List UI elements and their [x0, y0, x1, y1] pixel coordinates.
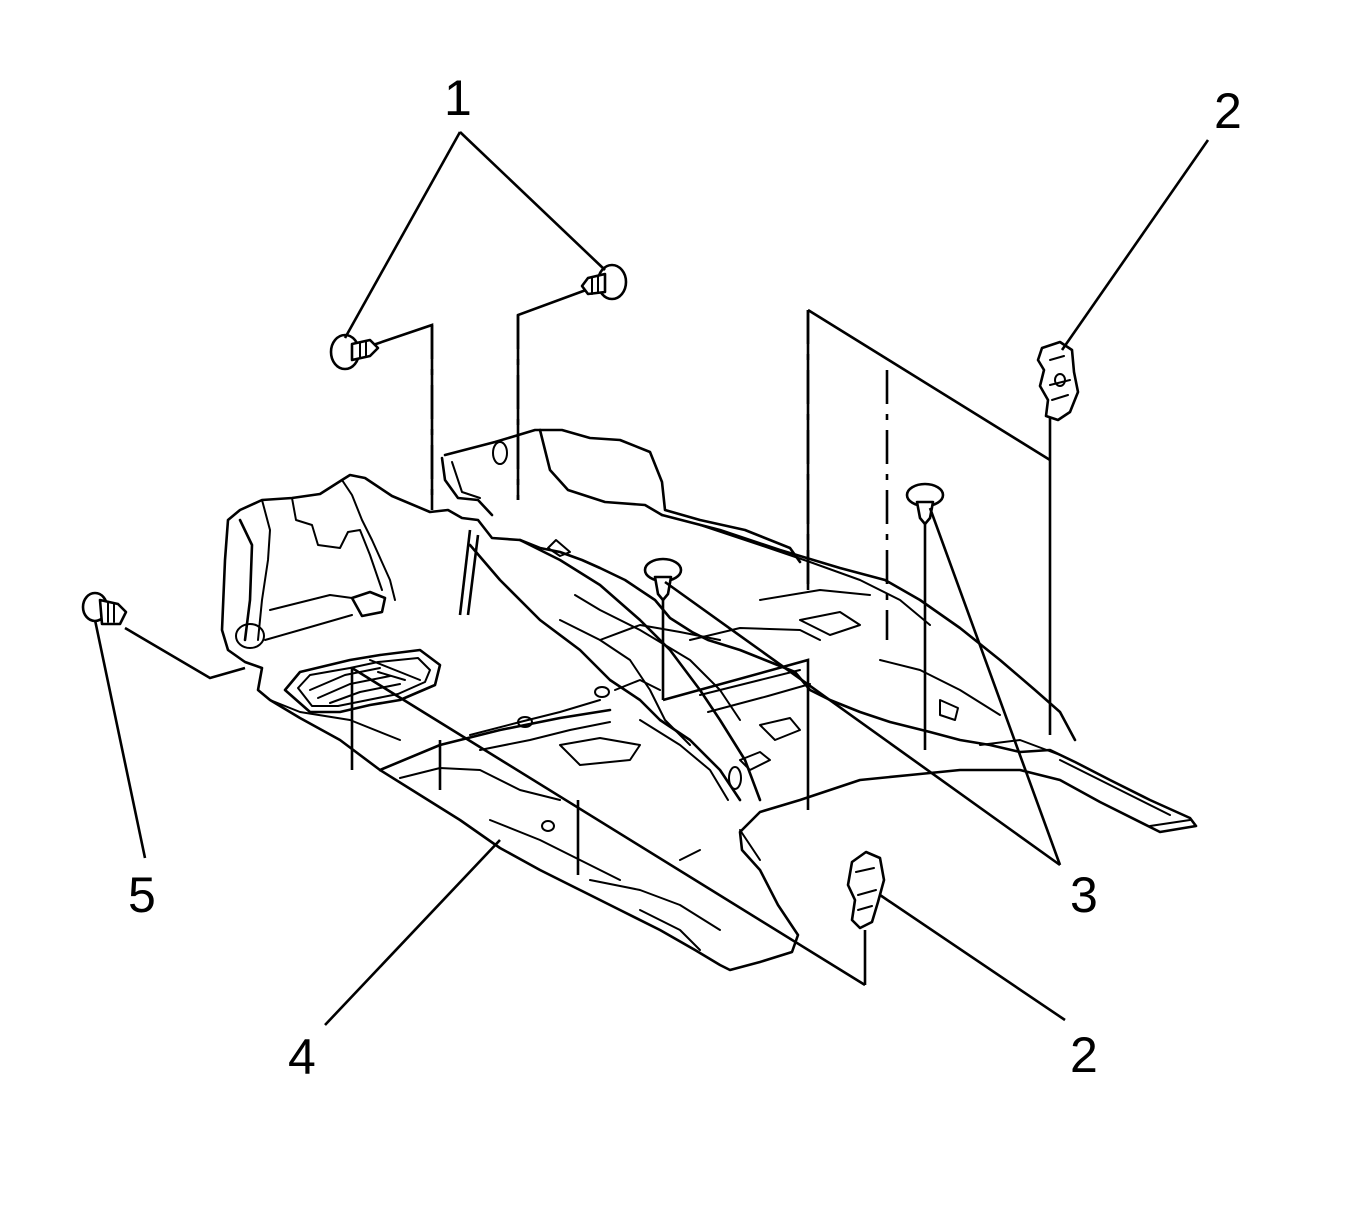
- push-pin-fastener-1-left: [329, 333, 380, 371]
- floor-carpet: [220, 428, 1198, 972]
- retainer-clip-2-bottom: [846, 850, 886, 930]
- push-pin-fastener-3-left: [643, 557, 683, 602]
- callout-4: 4: [288, 1029, 316, 1085]
- callout-5: 5: [128, 867, 156, 923]
- callout-3: 3: [1070, 867, 1098, 923]
- retainer-clip-2-top: [1036, 340, 1080, 422]
- callout-2-bottom: 2: [1070, 1027, 1098, 1083]
- push-pin-fastener-3-right: [905, 482, 945, 526]
- push-pin-fastener-1-right: [580, 263, 628, 301]
- callout-leaders: [93, 131, 1210, 1026]
- alignment-lines: [124, 288, 1052, 987]
- callout-1: 1: [444, 70, 472, 126]
- callout-2-top: 2: [1214, 83, 1242, 139]
- screw-fastener-5: [81, 591, 128, 626]
